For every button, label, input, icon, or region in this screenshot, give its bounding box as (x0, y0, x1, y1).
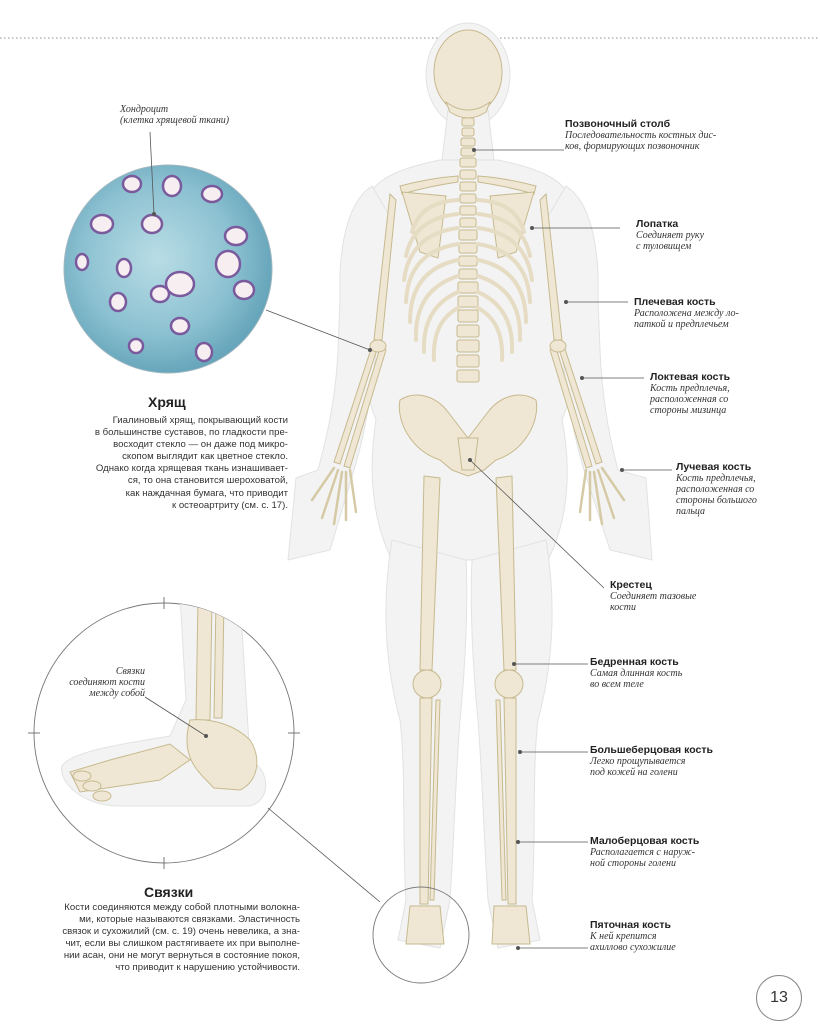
chondrocyte-micrograph (63, 164, 273, 374)
ligament-caption-2: соединяют кости (69, 677, 145, 688)
label-tibia: Большеберцовая кость Легко прощупывается… (590, 744, 740, 778)
label-humerus-desc-2: паткой и предплечьем (634, 319, 729, 330)
label-radius-desc-3: стороны большого (676, 495, 757, 506)
cartilage-body: Гиалиновый хрящ, покрывающий кости в бол… (40, 415, 288, 512)
label-ulna-desc-1: Кость предплечья, (650, 383, 730, 394)
label-tibia-title: Большеберцовая кость (590, 744, 713, 756)
label-femur-desc-2: во всем теле (590, 679, 644, 690)
label-femur: Бедренная кость Самая длинная кость во в… (590, 656, 720, 690)
label-ulna-title: Локтевая кость (650, 371, 731, 383)
cartilage-body-line: как наждачная бумага, что приводит (125, 487, 288, 499)
cartilage-body-line: Гиалиновый хрящ, покрывающий кости (112, 415, 288, 426)
label-scapula-title: Лопатка (636, 218, 679, 230)
label-ulna: Локтевая кость Кость предплечья, располо… (650, 371, 770, 416)
leader-dots (152, 148, 624, 950)
label-humerus: Плечевая кость Расположена между ло- пат… (634, 296, 774, 330)
label-femur-desc-1: Самая длинная кость (590, 668, 683, 679)
label-sacrum-desc-2: кости (610, 602, 636, 613)
label-humerus-title: Плечевая кость (634, 296, 716, 308)
label-radius-desc-2: расположенная со (676, 484, 755, 495)
skeleton (310, 29, 626, 945)
label-tibia-desc-2: под кожей на голени (590, 767, 678, 778)
cartilage-body-line: восходит стекло — он даже под микро- (113, 439, 288, 451)
label-sacrum-desc-1: Соединяет тазовые (610, 591, 697, 602)
label-radius: Лучевая кость Кость предплечья, располож… (676, 461, 786, 517)
inset-ticks (28, 597, 300, 869)
page-number: 13 (756, 975, 802, 1021)
ligaments-body-line: что приводит к нарушению устойчивости. (115, 962, 300, 974)
label-scapula: Лопатка Соединяет руку с туловищем (636, 218, 746, 252)
label-tibia-desc-1: Легко прощупывается (590, 756, 686, 767)
label-fibula-title: Малоберцовая кость (590, 835, 700, 847)
foot-inset (28, 597, 300, 869)
label-spine-title: Позвоночный столб (565, 118, 671, 130)
label-femur-title: Бедренная кость (590, 656, 679, 668)
label-ulna-desc-2: расположенная со (650, 394, 729, 405)
ligaments-body-line: чит, если вы слишком растягиваете их при… (65, 938, 300, 950)
cartilage-title: Хрящ (148, 394, 186, 410)
label-calcaneus: Пяточная кость К ней крепится ахиллово с… (590, 919, 720, 953)
cartilage-body-line: ся, то она становится шероховатой, (127, 475, 288, 487)
label-fibula: Малоберцовая кость Располагается с наруж… (590, 835, 730, 869)
label-calcaneus-title: Пяточная кость (590, 919, 671, 931)
label-spine-desc-1: Последовательность костных дис- (565, 130, 717, 141)
label-spine: Позвоночный столб Последовательность кос… (565, 118, 745, 152)
label-calcaneus-desc-2: ахиллово сухожилие (590, 942, 676, 953)
left-tibia (419, 697, 433, 905)
label-scapula-desc-1: Соединяет руку (636, 230, 705, 241)
pelvis (398, 394, 538, 477)
label-fibula-desc-2: ной стороны голени (590, 858, 677, 869)
label-fibula-desc-1: Располагается с наруж- (590, 847, 696, 858)
left-humerus (373, 192, 397, 341)
label-sacrum: Крестец Соединяет тазовые кости (610, 579, 720, 613)
cartilage-body-line: к остеоартриту (см. с. 17). (171, 499, 288, 511)
right-humerus (539, 192, 563, 341)
cartilage-body-line: в большинстве суставов, по гладкости пре… (94, 427, 288, 439)
sacrum (457, 437, 479, 471)
ribs (402, 198, 534, 362)
hands (310, 466, 626, 526)
ligaments-body-line: связок и сухожилий (см. с. 19) очень нев… (62, 926, 300, 938)
vertebrae (456, 117, 480, 383)
label-ulna-desc-3: стороны мизинца (650, 405, 727, 416)
chondrocyte-caption: Хондроцит (клетка хрящевой ткани) (120, 104, 290, 126)
label-calcaneus-desc-1: К ней крепится (590, 931, 657, 942)
heel-magnifier (372, 886, 470, 984)
ligaments-title: Связки (144, 884, 194, 900)
label-scapula-desc-2: с туловищем (636, 241, 692, 252)
label-radius-desc-1: Кость предплечья, (676, 473, 756, 484)
ligaments-body: Кости соединяются между собой плотными в… (28, 902, 300, 975)
ligaments-body-line: Кости соединяются между собой плотными в… (64, 902, 300, 913)
label-humerus-desc-1: Расположена между ло- (634, 308, 739, 319)
cartilage-body-line: скопом выглядит как цветное стекло. (122, 451, 288, 463)
ligament-caption-1: Связки (115, 666, 145, 677)
left-femur (419, 475, 441, 671)
ligament-caption-3: между собой (89, 688, 145, 699)
right-tibia (503, 697, 517, 905)
cartilage-body-line: Однако когда хрящевая ткань изнашивает- (95, 463, 288, 475)
label-spine-desc-2: ков, формирующих позвоночник (565, 141, 700, 152)
label-sacrum-title: Крестец (610, 579, 652, 591)
ligaments-body-line: нии асан, они не могут вернуться в состо… (63, 950, 300, 962)
ligaments-body-line: ми, которые называются связками. Эластич… (79, 914, 300, 926)
ligament-caption: Связки соединяют кости между собой (40, 666, 145, 699)
label-radius-desc-4: пальца (676, 506, 706, 517)
chondrocyte-caption-1: Хондроцит (120, 104, 169, 115)
chondrocyte-caption-2: (клетка хрящевой ткани) (120, 115, 230, 126)
right-femur (495, 475, 517, 671)
leader-lines (144, 131, 672, 949)
label-radius-title: Лучевая кость (676, 461, 752, 473)
